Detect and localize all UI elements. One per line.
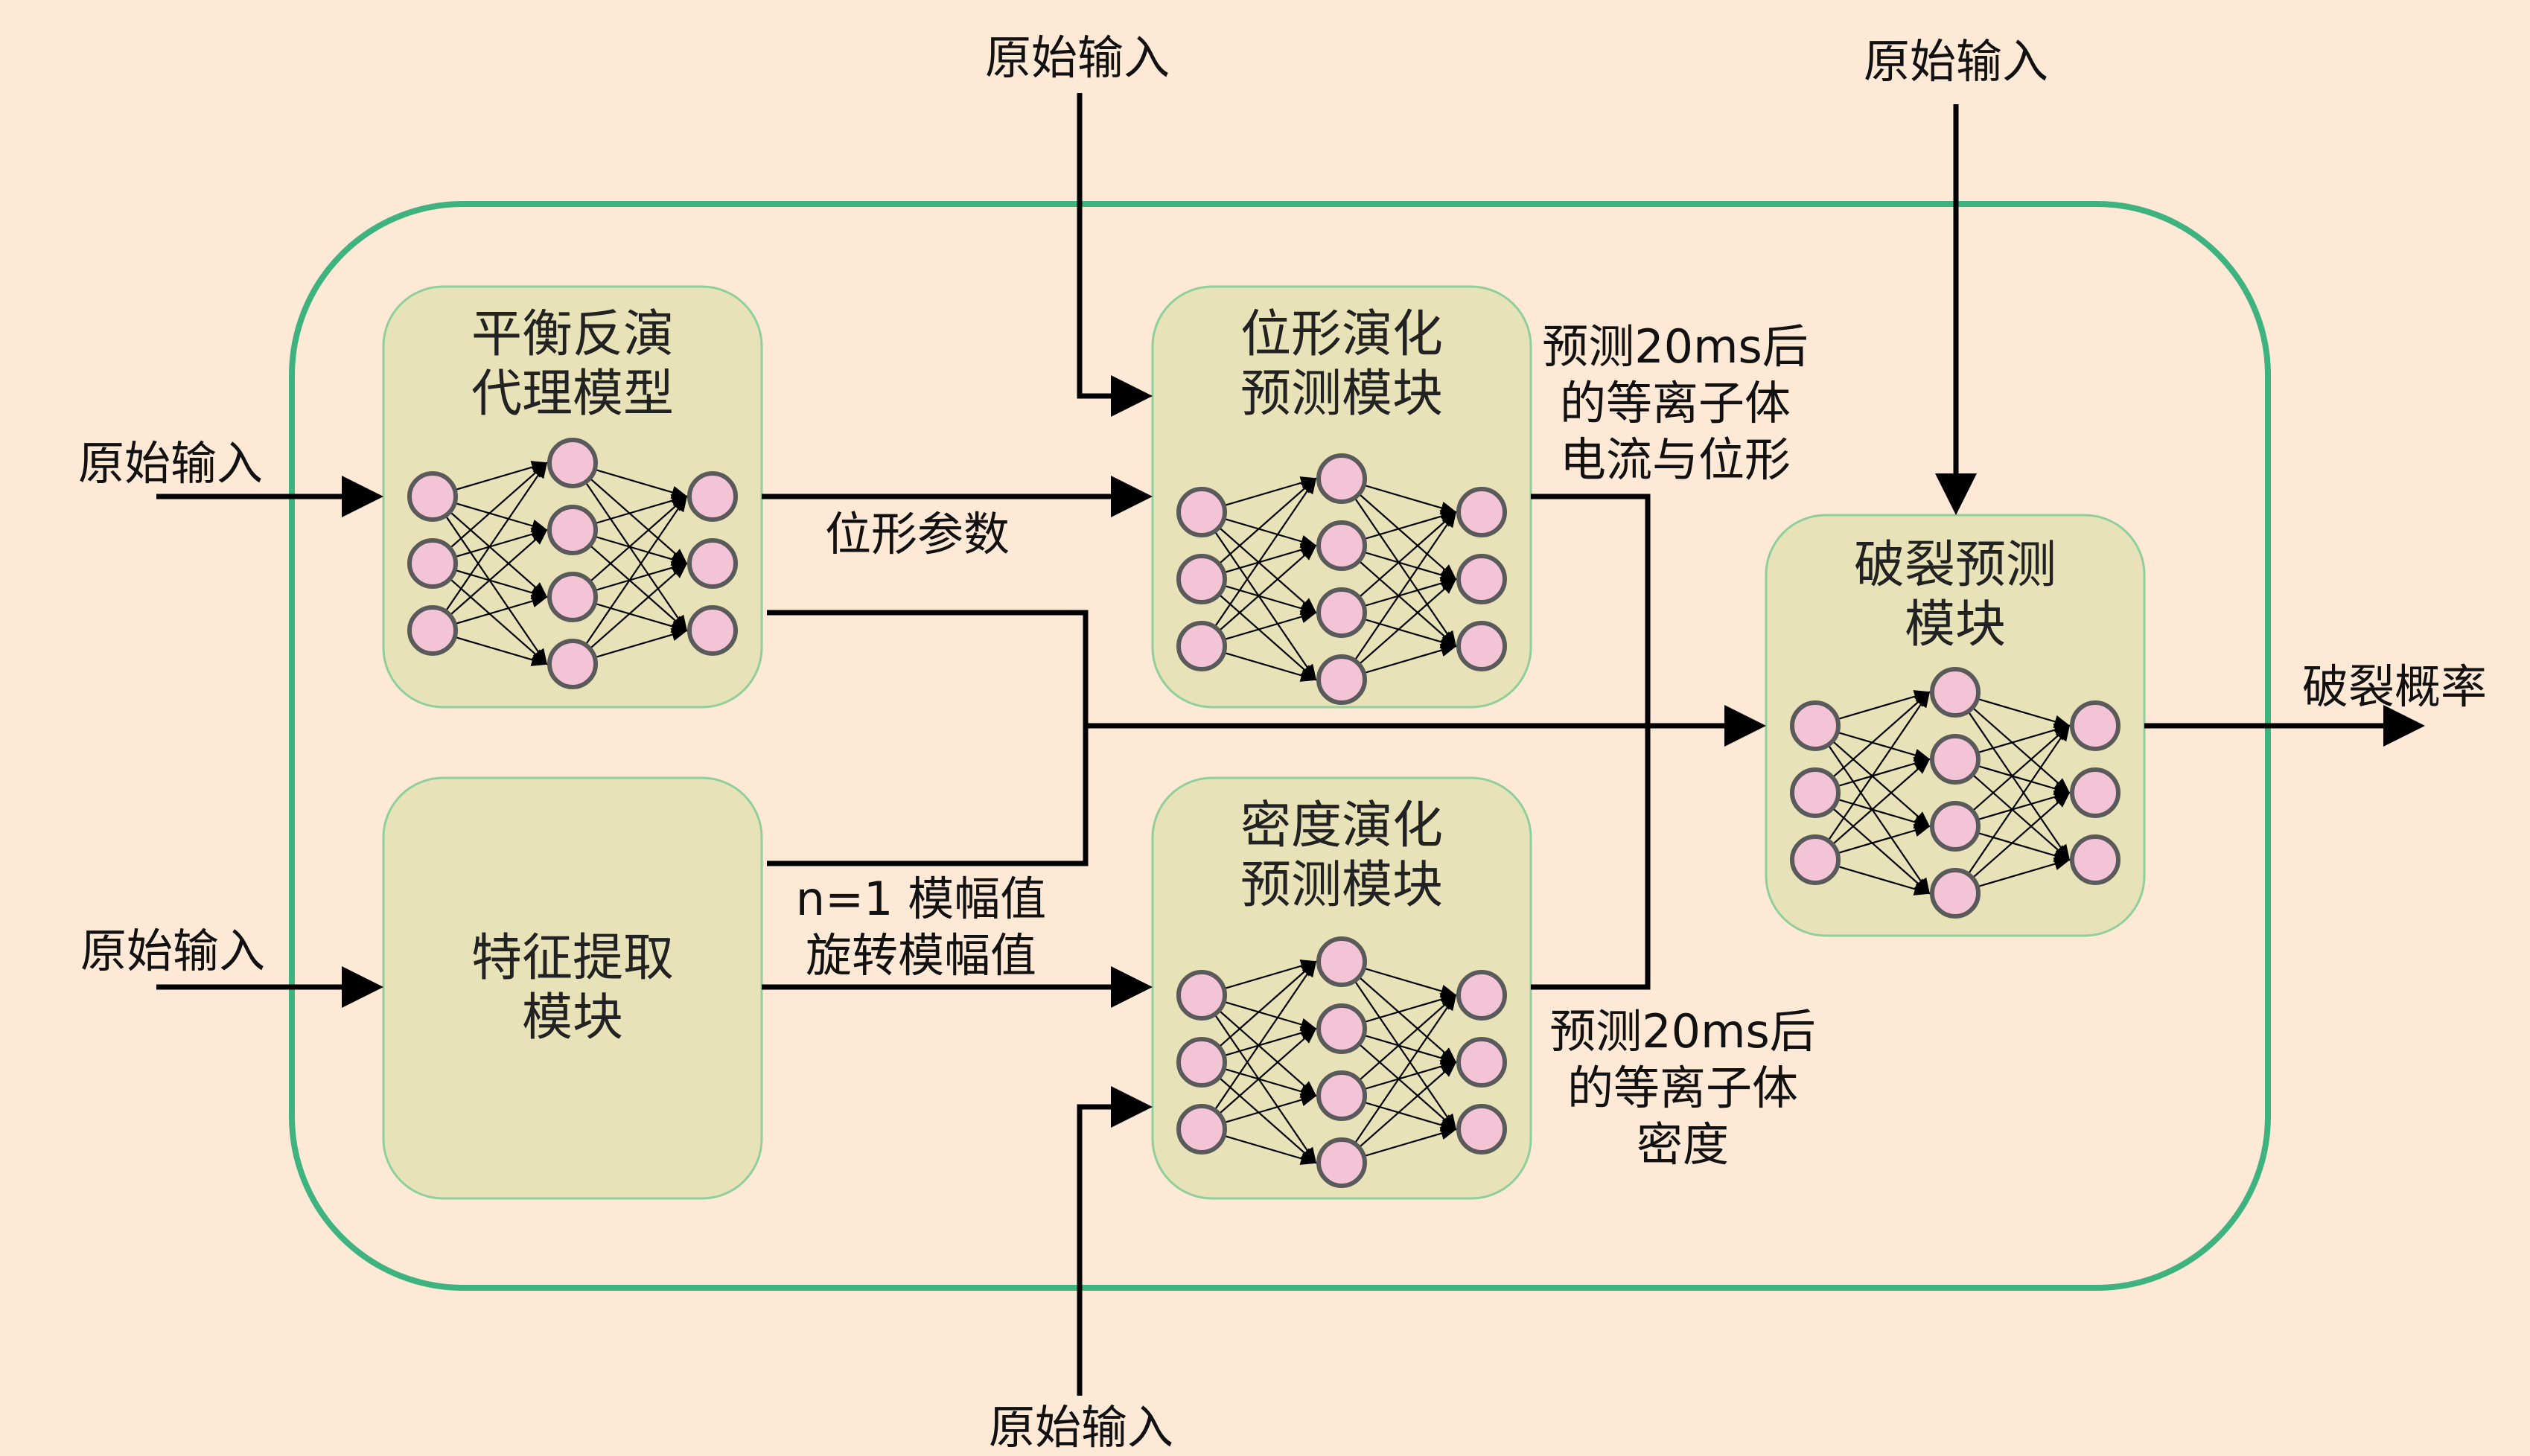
density-evolution-neuron-input-2 bbox=[1176, 1104, 1227, 1155]
disruption-prob-label: 破裂概率 bbox=[2302, 660, 2488, 714]
shape-evolution-neuron-output-0 bbox=[1456, 487, 1507, 537]
shape-params-label: 位形参数 bbox=[825, 507, 1010, 561]
density-evolution-network-icon bbox=[1176, 936, 1507, 1188]
equilibrium-neuron-output-0 bbox=[687, 471, 738, 522]
equilibrium-neuron-input-1 bbox=[407, 538, 458, 589]
equilibrium-neuron-output-2 bbox=[687, 605, 738, 656]
feature-extraction-module-title: 特征提取 模块 bbox=[471, 929, 674, 1047]
equilibrium-neuron-input-0 bbox=[407, 471, 458, 522]
disruption-neuron-output-0 bbox=[2070, 700, 2120, 751]
neural-networks bbox=[407, 438, 2120, 1188]
density-evolution-neuron-output-0 bbox=[1456, 970, 1507, 1021]
shape-evolution-neuron-input-1 bbox=[1176, 554, 1227, 604]
equilibrium-neuron-hidden-2 bbox=[547, 572, 598, 622]
raw-input-label-top-center: 原始输入 bbox=[984, 31, 1170, 85]
mode-amplitudes-label: n=1 模幅值 旋转模幅值 bbox=[795, 872, 1047, 983]
shape-evolution-neuron-hidden-1 bbox=[1316, 520, 1367, 571]
disruption-neuron-input-2 bbox=[1790, 834, 1841, 885]
shape-evolution-neuron-output-1 bbox=[1456, 554, 1507, 604]
equilibrium-neuron-output-1 bbox=[687, 538, 738, 589]
disruption-neuron-input-1 bbox=[1790, 767, 1841, 818]
density-evolution-neuron-input-1 bbox=[1176, 1037, 1227, 1088]
disruption-module-title: 破裂预测 模块 bbox=[1853, 536, 2056, 654]
shape-evolution-network-icon bbox=[1176, 453, 1507, 705]
disruption-neuron-hidden-3 bbox=[1930, 868, 1981, 919]
equilibrium-neuron-input-2 bbox=[407, 605, 458, 656]
density-evolution-neuron-output-1 bbox=[1456, 1037, 1507, 1088]
shape-evolution-neuron-input-0 bbox=[1176, 487, 1227, 537]
density-evolution-neuron-hidden-1 bbox=[1316, 1003, 1367, 1054]
arrow-raw-input-to-shape bbox=[1077, 93, 1153, 417]
shape-evolution-module-title: 位形演化 预测模块 bbox=[1240, 305, 1443, 424]
equilibrium-network-icon bbox=[407, 438, 738, 689]
density-evolution-neuron-output-2 bbox=[1456, 1104, 1507, 1155]
density-evolution-neuron-hidden-3 bbox=[1316, 1137, 1367, 1188]
pred-current-shape-label: 预测20ms后 的等离子体 电流与位形 bbox=[1542, 319, 1809, 487]
shape-evolution-neuron-output-2 bbox=[1456, 621, 1507, 671]
connection-arrows bbox=[156, 93, 2425, 1396]
disruption-neuron-output-2 bbox=[2070, 834, 2120, 885]
disruption-network-icon bbox=[1790, 667, 2120, 919]
disruption-neuron-hidden-2 bbox=[1930, 801, 1981, 852]
line-equilibrium-to-merge bbox=[767, 610, 1089, 866]
equilibrium-neuron-hidden-1 bbox=[547, 505, 598, 555]
density-evolution-module-title: 密度演化 预测模块 bbox=[1240, 796, 1443, 915]
line-shape-prediction bbox=[1531, 494, 1651, 990]
shape-evolution-neuron-hidden-2 bbox=[1316, 587, 1367, 638]
raw-input-label-left-top: 原始输入 bbox=[78, 436, 264, 491]
pred-density-label: 预测20ms后 的等离子体 密度 bbox=[1549, 1004, 1816, 1172]
equilibrium-neuron-hidden-3 bbox=[547, 639, 598, 689]
equilibrium-neuron-hidden-0 bbox=[547, 438, 598, 488]
density-evolution-neuron-hidden-0 bbox=[1316, 936, 1367, 987]
disruption-neuron-hidden-0 bbox=[1930, 667, 1981, 718]
disruption-neuron-output-1 bbox=[2070, 767, 2120, 818]
disruption-neuron-input-0 bbox=[1790, 700, 1841, 751]
density-evolution-neuron-input-0 bbox=[1176, 970, 1227, 1021]
raw-input-label-top-right: 原始输入 bbox=[1863, 34, 2049, 89]
system-container bbox=[289, 201, 2271, 1291]
equilibrium-module-title: 平衡反演 代理模型 bbox=[471, 305, 674, 424]
disruption-neuron-hidden-1 bbox=[1930, 734, 1981, 785]
shape-evolution-neuron-input-2 bbox=[1176, 621, 1227, 671]
raw-input-label-left-bottom: 原始输入 bbox=[80, 924, 266, 978]
raw-input-label-bottom: 原始输入 bbox=[988, 1400, 1174, 1455]
arrow-raw-input-to-density bbox=[1077, 1086, 1153, 1396]
density-evolution-neuron-hidden-2 bbox=[1316, 1070, 1367, 1121]
shape-evolution-neuron-hidden-3 bbox=[1316, 654, 1367, 705]
shape-evolution-neuron-hidden-0 bbox=[1316, 453, 1367, 504]
